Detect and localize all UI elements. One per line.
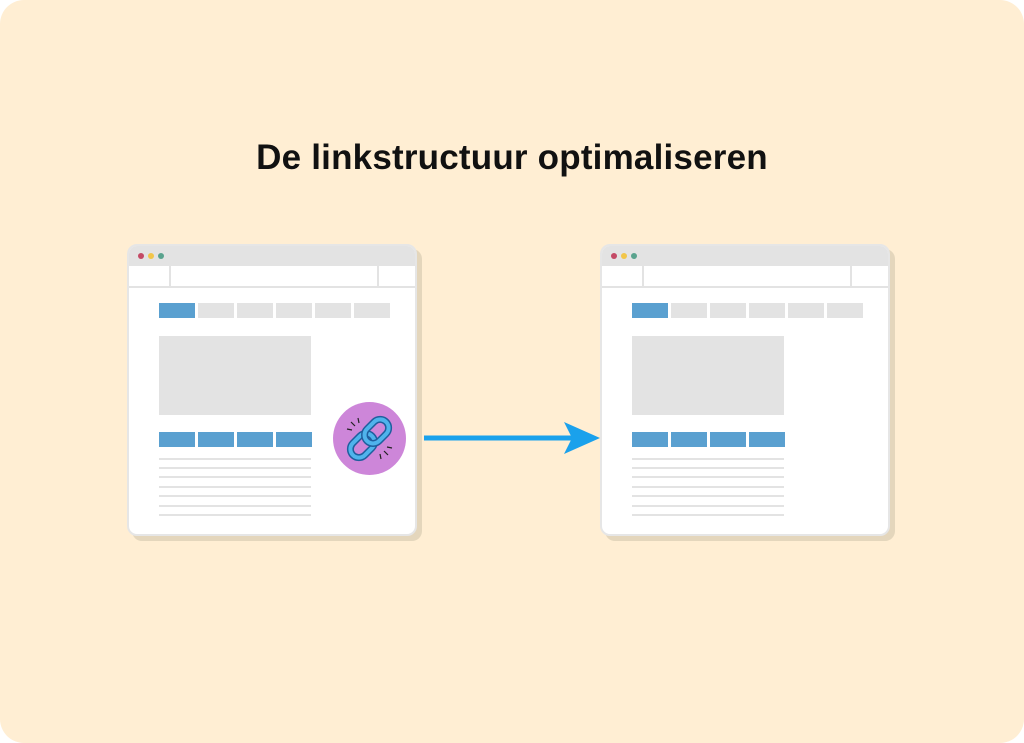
text-line xyxy=(632,514,784,516)
content-tab xyxy=(198,432,234,447)
content-tab xyxy=(749,432,785,447)
content-tab xyxy=(671,432,707,447)
toolbar-separator xyxy=(377,266,379,286)
close-dot-icon xyxy=(138,253,144,259)
window-frame xyxy=(127,244,417,536)
chain-link-icon xyxy=(333,402,406,475)
toolbar-separator xyxy=(169,266,171,286)
nav-item xyxy=(276,303,312,318)
text-line xyxy=(159,458,311,460)
right-arrow-icon xyxy=(424,422,600,454)
nav-item xyxy=(671,303,707,318)
content-tab xyxy=(276,432,312,447)
window-titlebar xyxy=(602,246,888,266)
arrow-head xyxy=(564,422,600,454)
nav-item-active xyxy=(159,303,195,318)
text-line xyxy=(632,458,784,460)
window-frame xyxy=(600,244,890,536)
nav-item xyxy=(315,303,351,318)
hero-image-placeholder xyxy=(159,336,311,415)
text-line xyxy=(159,486,311,488)
window-toolbar xyxy=(129,266,415,288)
toolbar-separator xyxy=(850,266,852,286)
text-line xyxy=(159,467,311,469)
browser-window-source xyxy=(127,244,422,541)
nav-item xyxy=(749,303,785,318)
window-titlebar xyxy=(129,246,415,266)
browser-window-target xyxy=(600,244,895,541)
nav-item xyxy=(237,303,273,318)
nav-item xyxy=(354,303,390,318)
hero-image-placeholder xyxy=(632,336,784,415)
text-line xyxy=(632,476,784,478)
text-line xyxy=(159,476,311,478)
content-tab xyxy=(632,432,668,447)
content-tab xyxy=(159,432,195,447)
nav-item-active xyxy=(632,303,668,318)
minimize-dot-icon xyxy=(621,253,627,259)
text-line xyxy=(632,486,784,488)
chain-link-svg xyxy=(346,415,393,462)
text-line xyxy=(159,514,311,516)
content-tab xyxy=(237,432,273,447)
toolbar-separator xyxy=(642,266,644,286)
maximize-dot-icon xyxy=(158,253,164,259)
nav-item xyxy=(788,303,824,318)
text-line xyxy=(632,495,784,497)
text-line xyxy=(632,505,784,507)
window-toolbar xyxy=(602,266,888,288)
text-line xyxy=(632,467,784,469)
nav-item xyxy=(198,303,234,318)
text-line xyxy=(159,505,311,507)
close-dot-icon xyxy=(611,253,617,259)
content-tab xyxy=(710,432,746,447)
nav-item xyxy=(710,303,746,318)
maximize-dot-icon xyxy=(631,253,637,259)
diagram-title: De linkstructuur optimaliseren xyxy=(256,138,768,177)
minimize-dot-icon xyxy=(148,253,154,259)
nav-item xyxy=(827,303,863,318)
text-line xyxy=(159,495,311,497)
